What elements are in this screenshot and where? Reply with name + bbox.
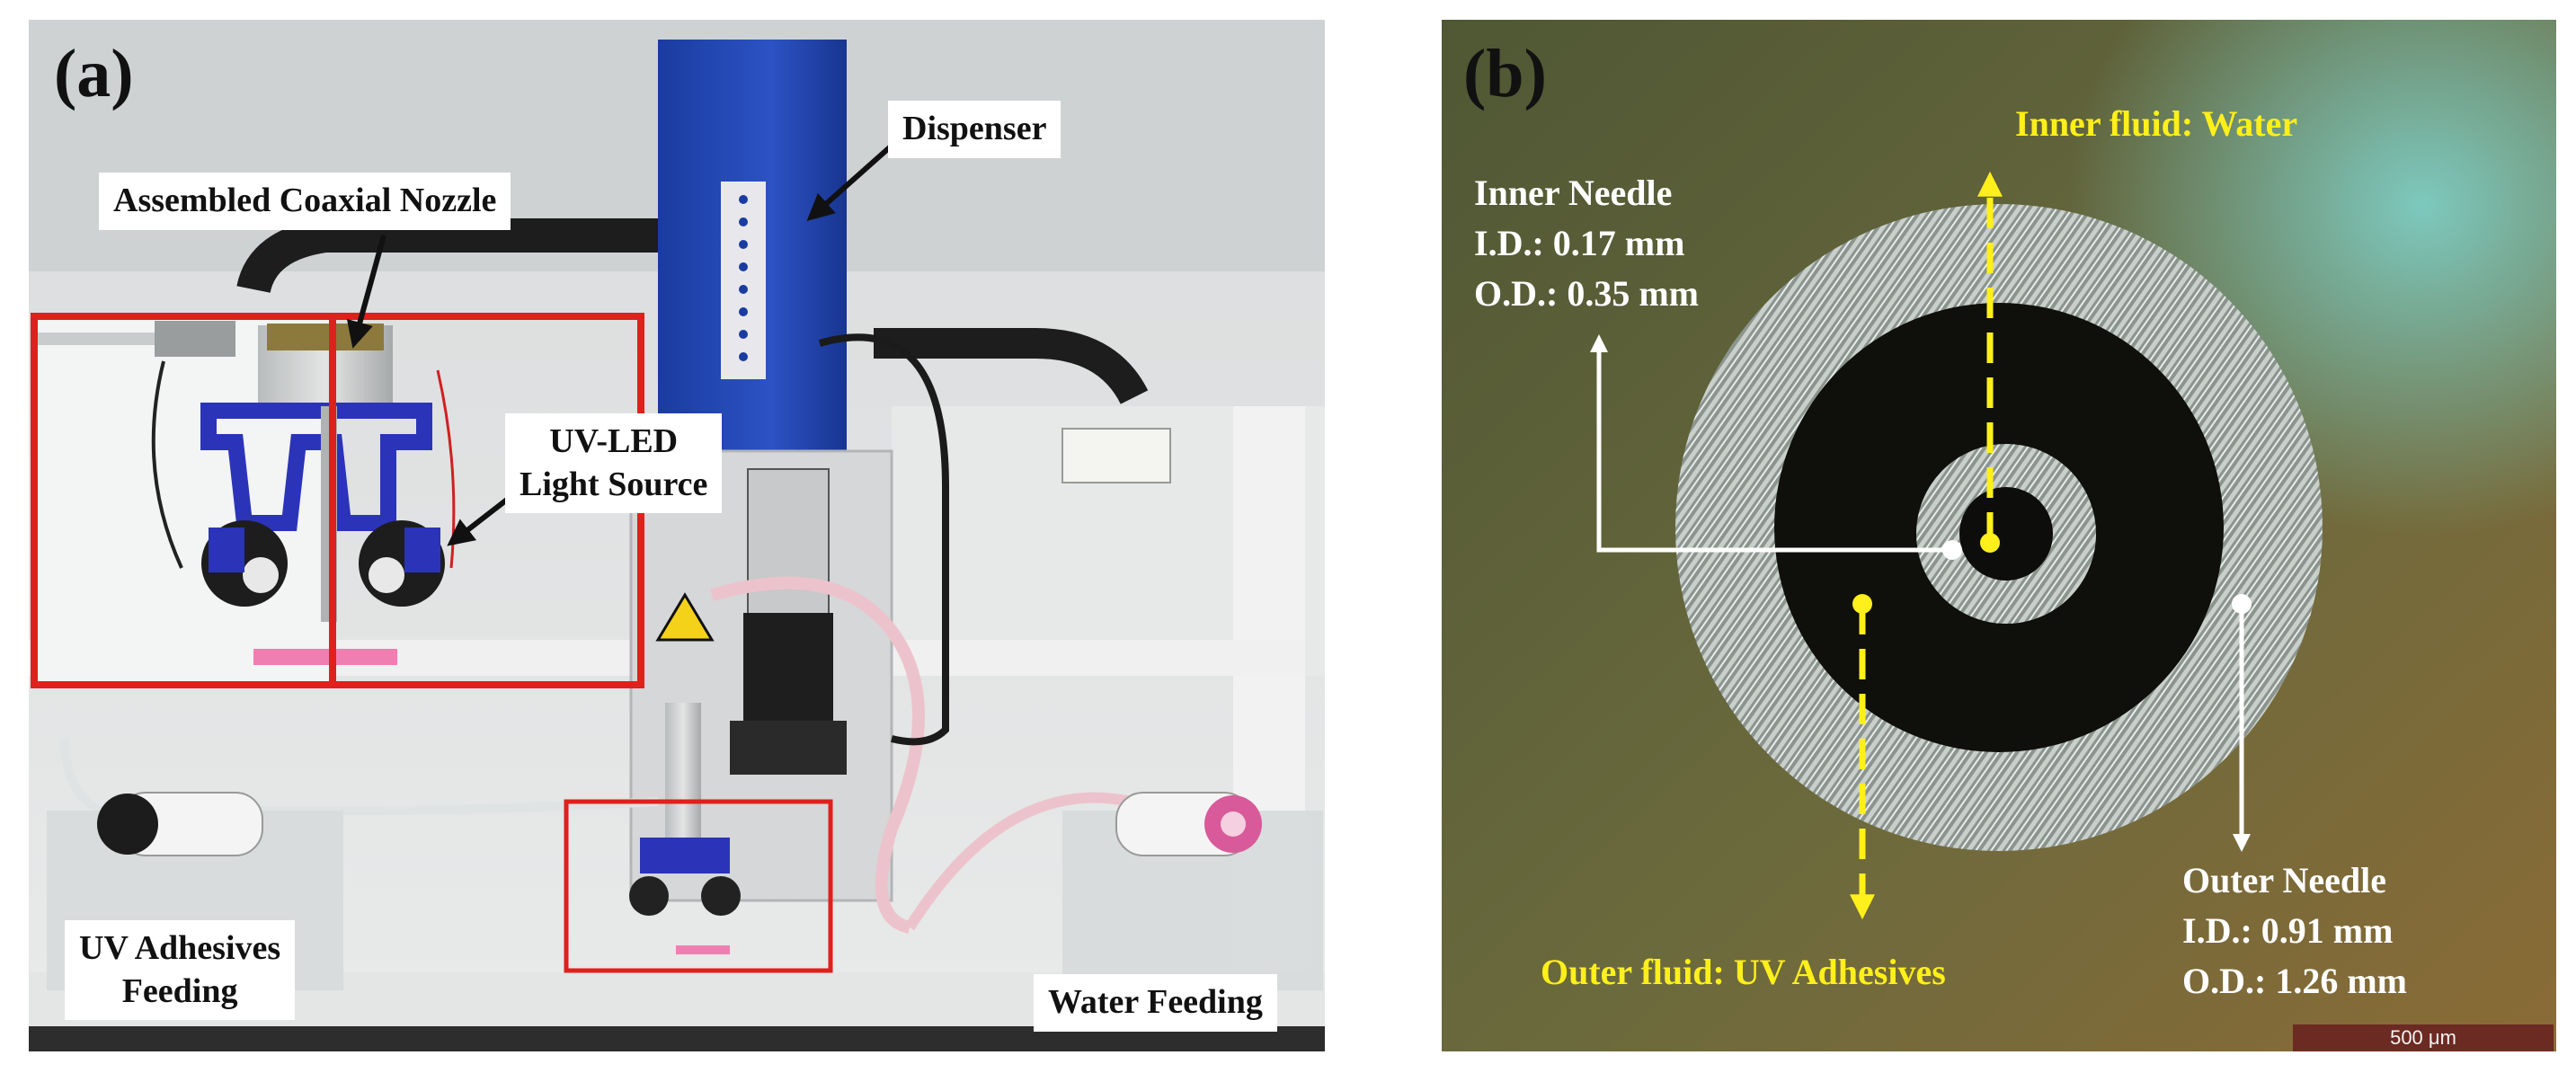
outer-needle-id: I.D.: 0.91 mm [2182,910,2394,951]
callout-uv-adhesives-feeding: UV Adhesives Feeding [65,920,296,1020]
panel-a-label: (a) [54,36,134,111]
inner-needle-annotation: Inner Needle I.D.: 0.17 mm O.D.: 0.35 mm [1474,168,1699,319]
nozzle-highlight-box [564,799,833,973]
callout-uv-led: UV-LED Light Source [505,413,723,513]
cable-chain-left [236,218,694,294]
needle-rod [665,703,701,838]
outer-needle-title: Outer Needle [2182,860,2386,900]
panel-b-micrograph: (b) Inner fluid: Water Inner Needle I.D.… [1442,20,2556,1051]
callout-uv-feed-line1: UV Adhesives [79,929,281,967]
callout-assembled-coaxial-nozzle: Assembled Coaxial Nozzle [99,173,511,230]
camera-cable [818,333,949,746]
camera-body [747,468,830,623]
hazard-sticker [655,592,715,642]
outer-needle-od: O.D.: 1.26 mm [2182,961,2407,1001]
callout-uv-feed-line2: Feeding [121,971,238,1010]
dispenser-scale-strip [721,182,766,379]
panel-b-label: (b) [1463,36,1547,111]
callout-dispenser-text: Dispenser [902,110,1047,147]
dispensing-system-photo [29,20,1325,1051]
water-tube [710,576,925,934]
small-nozzle-assembly [629,838,741,954]
callout-uv-led-line2: Light Source [520,465,708,503]
callout-water-feeding: Water Feeding [1034,974,1277,1032]
scale-bar: 500 μm [2293,1024,2554,1051]
callout-uv-led-line1: UV-LED [549,422,679,460]
callout-water-feed-text: Water Feeding [1048,983,1263,1021]
inner-needle-bore [1959,487,2053,581]
inner-needle-title: Inner Needle [1474,173,1673,213]
inner-needle-od: O.D.: 0.35 mm [1474,273,1699,314]
callout-dispenser: Dispenser [888,101,1061,158]
warning-label [1061,428,1171,483]
outer-needle-annotation: Outer Needle I.D.: 0.91 mm O.D.: 1.26 mm [2182,856,2407,1006]
inner-needle-id: I.D.: 0.17 mm [1474,223,1685,263]
camera-lens [743,613,833,730]
panel-a-photo: (a) Assembled Coaxial Nozzle Dispenser U… [29,20,1325,1051]
cable-chain-right [874,328,1149,405]
uv-tube [60,738,659,815]
inner-fluid-label: Inner fluid: Water [2015,103,2298,144]
outer-fluid-label: Outer fluid: UV Adhesives [1541,952,1946,992]
callout-nozzle-text: Assembled Coaxial Nozzle [113,182,497,219]
